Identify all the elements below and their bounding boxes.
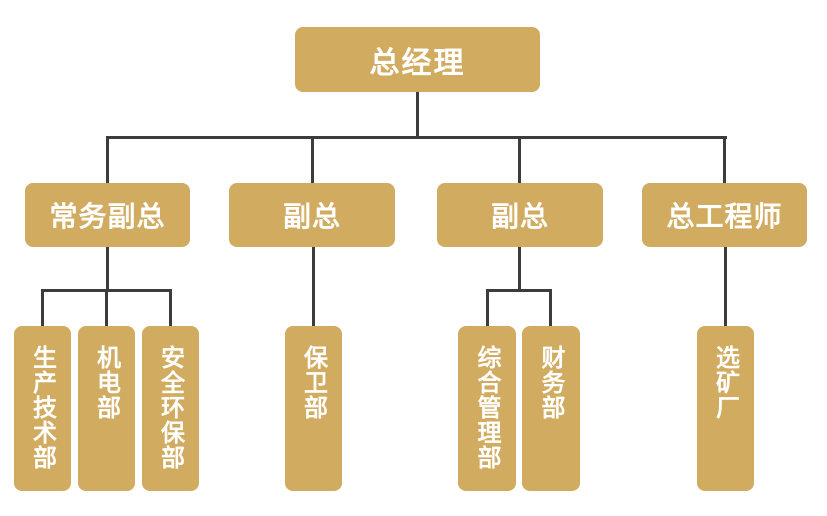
node-executive-deputy-gm: 常务副总 [25,183,190,247]
connector-drop-deputy-1 [311,136,314,183]
connector-level2-horizontal [106,136,727,139]
node-finance-dept-label: 财务部 [537,345,565,420]
node-general-manager-label: 总经理 [369,45,466,81]
node-security-dept-label: 保卫部 [299,345,328,420]
node-safety-environment-dept-label: 安全环保部 [156,345,185,470]
connector-drop-finance [549,289,552,326]
node-deputy-gm-2-label: 副总 [490,200,549,233]
connector-drop-mech-electrical [105,289,108,326]
node-deputy-gm-2: 副总 [437,183,603,247]
connector-drop-safety-env [169,289,172,326]
node-security-dept: 保卫部 [285,326,342,491]
connector-drop-general-mgmt [486,289,489,326]
node-executive-deputy-gm-label: 常务副总 [49,200,166,233]
node-chief-engineer: 总工程师 [642,183,807,247]
connector-drop-production-tech [41,289,44,326]
node-deputy-gm-1: 副总 [229,183,395,247]
node-deputy-gm-1-label: 副总 [282,200,341,233]
node-general-management-dept-label: 综合管理部 [473,345,501,470]
connector-drop-deputy-2 [518,136,521,183]
node-production-tech-dept-label: 生产技术部 [28,345,57,470]
node-general-manager: 总经理 [295,27,540,92]
node-mechanical-electrical-dept-label: 机电部 [92,345,121,420]
node-safety-environment-dept: 安全环保部 [142,326,199,491]
node-general-management-dept: 综合管理部 [458,326,516,491]
connector-drop-chief-engineer [723,136,726,183]
connector-exec-deputy-vertical [106,247,109,291]
node-chief-engineer-label: 总工程师 [666,200,783,233]
connector-deputy2-horizontal [486,289,552,292]
connector-deputy2-vertical [518,247,521,291]
node-ore-dressing-plant: 选矿厂 [697,326,754,491]
node-finance-dept: 财务部 [522,326,580,491]
connector-root-vertical [416,92,419,138]
node-production-tech-dept: 生产技术部 [14,326,71,491]
connector-security-vertical [312,247,315,326]
connector-drop-exec-deputy [106,136,109,183]
connector-ore-plant-vertical [724,247,727,326]
node-mechanical-electrical-dept: 机电部 [78,326,135,491]
node-ore-dressing-plant-label: 选矿厂 [711,345,740,420]
